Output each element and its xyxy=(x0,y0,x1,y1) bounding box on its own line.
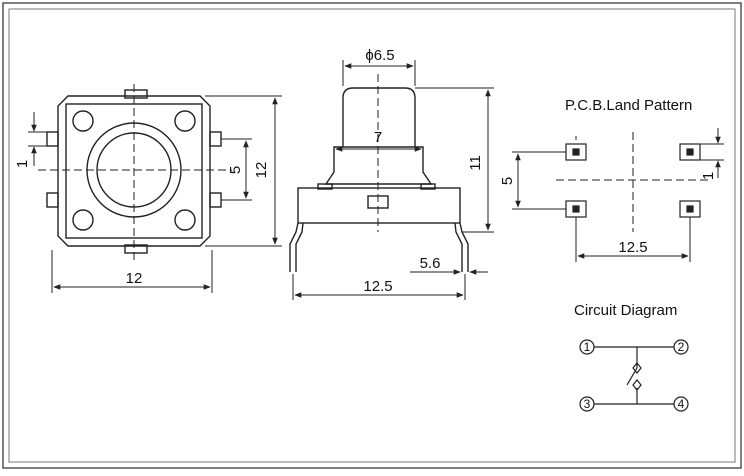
switch-node-top xyxy=(632,362,642,374)
corner-hole xyxy=(174,110,196,132)
pcb-width-label: 12.5 xyxy=(618,239,647,256)
pcb-title: P.C.B.Land Pattern xyxy=(565,97,692,114)
left-lead-top xyxy=(46,131,59,147)
pin-circle-3 xyxy=(579,396,595,412)
pad-hole xyxy=(686,205,694,213)
switch-body-outline xyxy=(57,95,211,247)
lead-label: 5.6 xyxy=(420,255,441,272)
bottom-tab xyxy=(124,244,148,254)
inner-frame xyxy=(8,8,736,463)
side-view xyxy=(289,74,469,272)
plunger-cap xyxy=(342,87,416,147)
switch-body-side xyxy=(297,187,461,224)
side-height-label: 11 xyxy=(467,155,484,171)
right-lead-bottom xyxy=(209,192,222,208)
right-lead-top xyxy=(209,131,222,147)
switch-node-bottom xyxy=(632,379,642,391)
corner-hole xyxy=(72,110,94,132)
circuit-diagram xyxy=(579,339,689,412)
top-tab xyxy=(124,89,148,99)
top-view xyxy=(38,84,232,262)
top-width-label: 12 xyxy=(126,270,143,287)
body-nub xyxy=(420,183,436,190)
pin-label-4: 4 xyxy=(678,397,685,411)
pin-label-2: 2 xyxy=(678,340,685,354)
top-pin-width-label: 1 xyxy=(14,160,31,168)
corner-hole xyxy=(174,209,196,231)
circuit-title: Circuit Diagram xyxy=(574,302,677,319)
pin-circle-1 xyxy=(579,339,595,355)
body-nub xyxy=(317,183,333,190)
pcb-vertical-label: 5 xyxy=(499,177,516,185)
pcb-land-pattern xyxy=(512,128,724,262)
side-width-label: 12.5 xyxy=(363,278,392,295)
left-lead xyxy=(289,222,304,272)
pin-circle-2 xyxy=(673,339,689,355)
pin-label-3: 3 xyxy=(584,397,591,411)
right-lead xyxy=(454,222,469,272)
pin-label-1: 1 xyxy=(584,340,591,354)
top-pitch-label: 5 xyxy=(227,166,244,174)
pad-hole xyxy=(572,148,580,156)
pcb-pad-label: 1 xyxy=(700,172,717,180)
cap-diameter-label: ϕ6.5 xyxy=(365,47,394,64)
pad xyxy=(679,143,701,161)
top-view-dimensions xyxy=(28,95,282,293)
outer-frame xyxy=(2,2,742,469)
stem-label: 7 xyxy=(374,129,382,146)
pin-circle-4 xyxy=(673,396,689,412)
side-view-dimensions xyxy=(292,60,494,300)
pad-hole xyxy=(686,148,694,156)
corner-hole xyxy=(72,209,94,231)
pad-hole xyxy=(572,205,580,213)
top-height-label: 12 xyxy=(253,162,270,179)
left-lead-bottom xyxy=(46,192,59,208)
